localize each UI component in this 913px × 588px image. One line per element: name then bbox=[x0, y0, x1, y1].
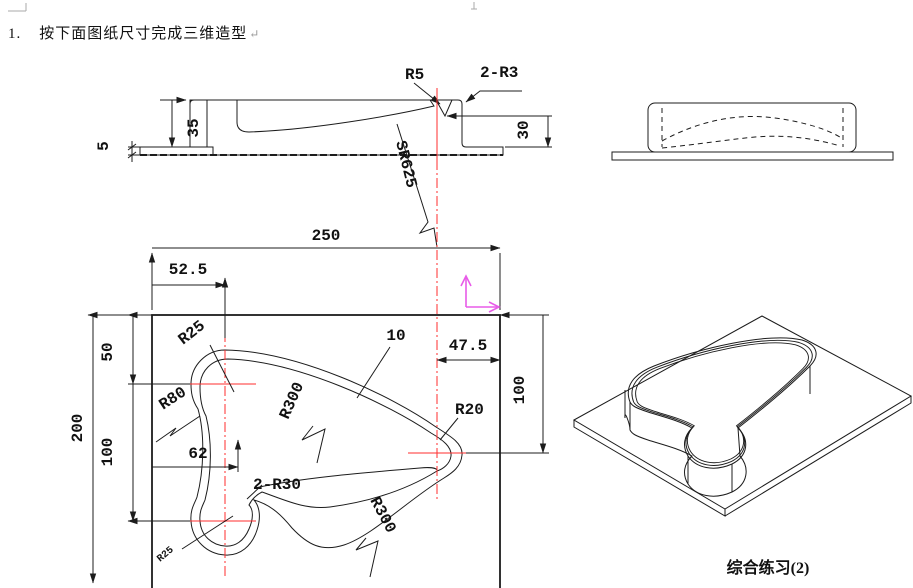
label-r300-bottom: R300 bbox=[366, 494, 400, 536]
centerlines bbox=[185, 88, 466, 578]
plan-view: 250 52.5 47.5 10 50 100 200 100 62 bbox=[69, 88, 549, 588]
dim-47-5: 47.5 bbox=[449, 337, 487, 355]
shape-outer-contour bbox=[190, 349, 463, 556]
hidden-lines bbox=[661, 108, 844, 149]
shape-inner-contour bbox=[199, 358, 452, 547]
paragraph-return-mark: ↵ bbox=[249, 27, 261, 41]
section-view: 5 35 30 R5 2-R3 SR625 bbox=[95, 64, 552, 248]
exercise-heading: 1. 按下面图纸尺寸完成三维造型↵ bbox=[8, 22, 768, 43]
dim-62: 62 bbox=[188, 445, 207, 463]
end-view-plate bbox=[611, 151, 894, 161]
dim-200: 200 bbox=[69, 414, 87, 443]
label-r5: R5 bbox=[405, 66, 424, 84]
iso-boss-walls bbox=[624, 366, 811, 497]
dim-5: 5 bbox=[95, 141, 113, 151]
dim-100-right: 100 bbox=[511, 376, 529, 405]
label-r80: R80 bbox=[156, 383, 190, 414]
label-r300-top: R300 bbox=[276, 380, 308, 422]
label-2r3: 2-R3 bbox=[480, 64, 518, 82]
dim-250: 250 bbox=[312, 227, 341, 245]
dim-100-left: 100 bbox=[99, 438, 117, 467]
dim-50: 50 bbox=[99, 342, 117, 361]
end-view-body bbox=[647, 102, 857, 153]
label-r20: R20 bbox=[455, 401, 484, 419]
dim-35: 35 bbox=[185, 118, 203, 137]
item-number: 1. bbox=[8, 26, 22, 42]
instruction-text: 按下面图纸尺寸完成三维造型 bbox=[39, 26, 248, 42]
ucs-axis-icon bbox=[460, 274, 501, 313]
plate-left-strip bbox=[139, 146, 214, 156]
sr625-recess bbox=[236, 99, 435, 133]
drawing-caption: 综合练习(2) bbox=[727, 558, 810, 577]
dim-52-5: 52.5 bbox=[169, 261, 207, 279]
scoop-crease bbox=[254, 467, 438, 489]
end-view bbox=[611, 102, 894, 161]
label-r25-bottom: R25 bbox=[156, 545, 177, 565]
iso-plate-edge bbox=[573, 396, 912, 517]
label-r25-top: R25 bbox=[175, 317, 209, 349]
table-corner-marks bbox=[8, 2, 477, 12]
dim-10: 10 bbox=[386, 327, 405, 345]
label-2r30: 2-R30 bbox=[253, 476, 301, 494]
iso-boss-rim bbox=[627, 337, 817, 469]
dim-30: 30 bbox=[515, 120, 533, 139]
iso-view bbox=[572, 315, 913, 517]
